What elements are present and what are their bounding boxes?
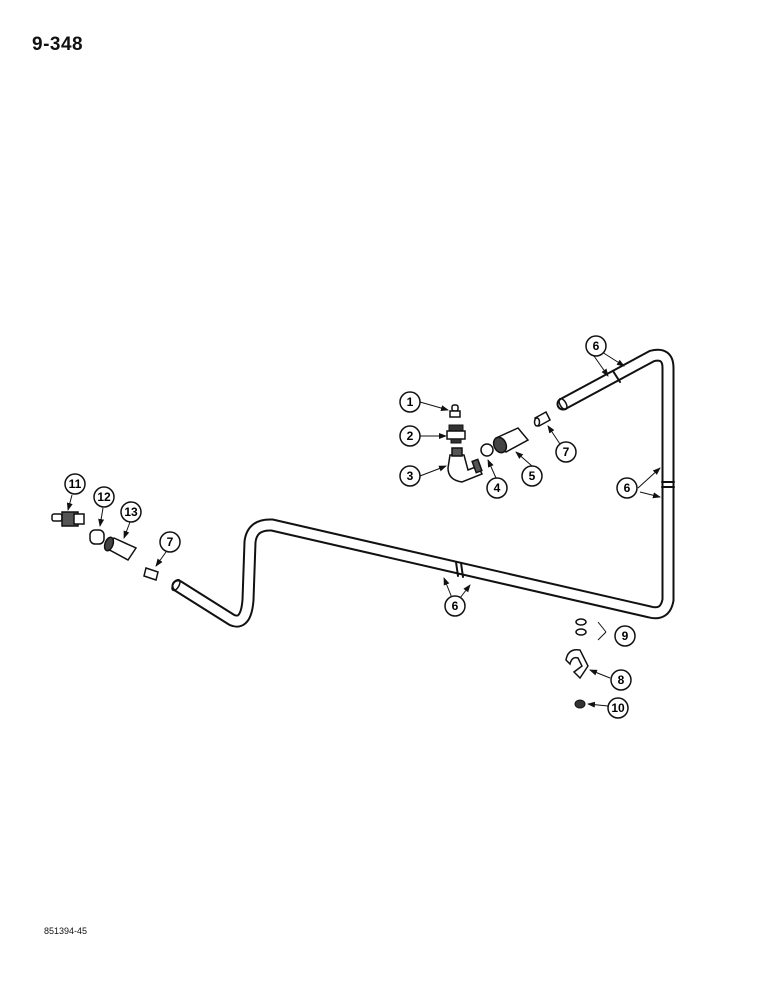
tube-insert-lower <box>143 567 159 581</box>
tube-line <box>171 348 675 628</box>
callout-label: 6 <box>624 481 631 495</box>
callout-label: 3 <box>407 469 414 483</box>
callout-label: 7 <box>563 445 570 459</box>
callout-11: 11 <box>64 473 86 495</box>
callout-4: 4 <box>486 477 508 499</box>
callout-label: 12 <box>97 490 111 504</box>
callout-label: 8 <box>618 673 625 687</box>
callout-label: 2 <box>407 429 414 443</box>
callout-label: 1 <box>407 395 414 409</box>
callout-label: 11 <box>69 477 82 491</box>
callout-10: 10 <box>607 697 629 719</box>
callout-3: 3 <box>399 465 421 487</box>
callout-1: 1 <box>399 391 421 413</box>
washers <box>575 618 587 636</box>
adapter <box>446 424 466 444</box>
sleeve-lower <box>89 529 105 545</box>
callout-6-top: 6 <box>585 335 607 357</box>
sleeve <box>480 443 494 457</box>
leader-lines <box>66 351 661 708</box>
tube-clamp <box>565 648 589 680</box>
callout-label: 5 <box>529 469 536 483</box>
tube-insert <box>533 410 551 428</box>
hex-nut <box>574 699 586 709</box>
callout-13: 13 <box>120 501 142 523</box>
grease-fitting <box>449 404 461 418</box>
callout-label: 6 <box>593 339 600 353</box>
page-number: 9-348 <box>32 34 84 55</box>
callout-7-upper: 7 <box>555 441 577 463</box>
callout-9: 9 <box>614 625 636 647</box>
callout-label: 6 <box>452 599 459 613</box>
tube-nut-lower <box>103 536 138 561</box>
callout-label: 7 <box>167 535 174 549</box>
callout-label: 10 <box>611 701 625 715</box>
callout-label: 4 <box>494 481 501 495</box>
callout-6-bottom: 6 <box>444 595 466 617</box>
grease-fitting-lower <box>51 511 85 527</box>
drawing-code: 851394-45 <box>44 926 88 936</box>
callout-label: 13 <box>124 505 138 519</box>
callout-8: 8 <box>610 669 632 691</box>
callout-5: 5 <box>521 465 543 487</box>
tube-nut <box>492 427 530 454</box>
callout-2: 2 <box>399 425 421 447</box>
callout-12: 12 <box>93 486 115 508</box>
callout-label: 9 <box>622 629 629 643</box>
callout-6-right: 6 <box>616 477 638 499</box>
callout-7-lower: 7 <box>159 531 181 553</box>
elbow-fitting <box>447 447 484 483</box>
